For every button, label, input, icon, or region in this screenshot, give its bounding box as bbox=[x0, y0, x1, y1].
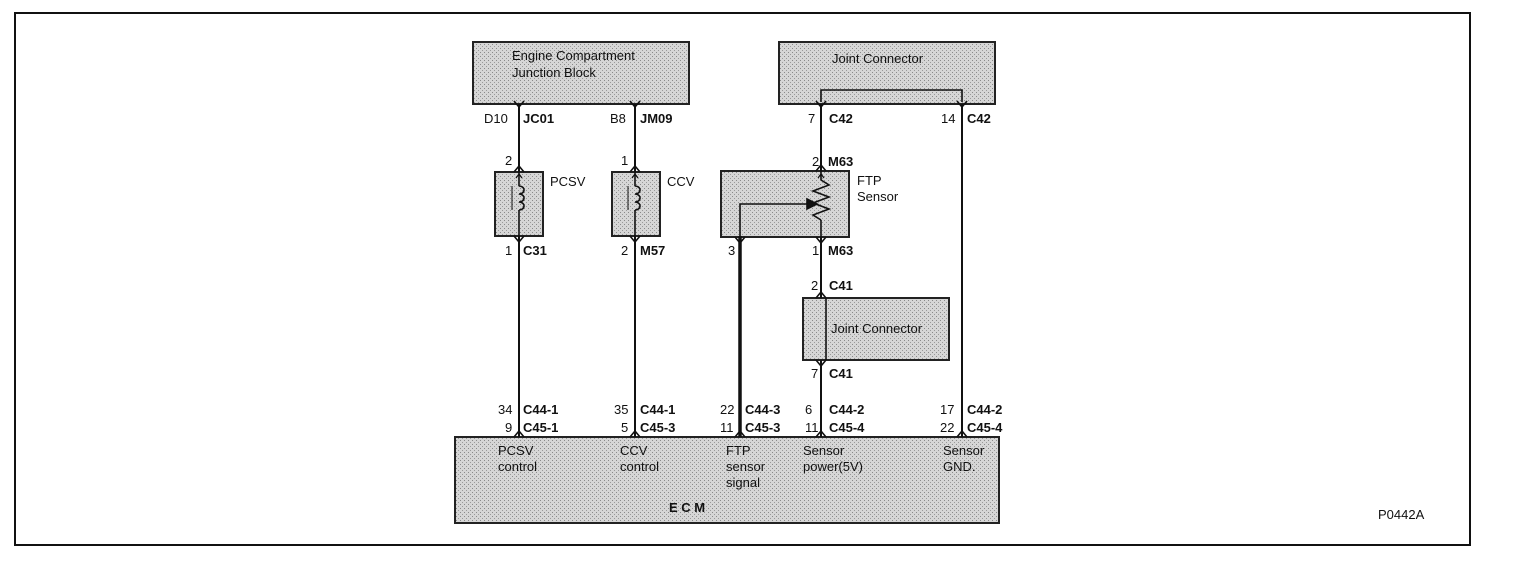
pin-jc-bot-conn: C41 bbox=[829, 366, 853, 381]
ecm-pin-3-c2: C45-3 bbox=[745, 420, 780, 435]
ecm-pin-2-c1: C44-1 bbox=[640, 402, 675, 417]
pin-ccv-top-num: 1 bbox=[621, 153, 628, 168]
junction-block-label-line1: Engine Compartment bbox=[512, 48, 635, 63]
pin-jc-top-conn: C41 bbox=[829, 278, 853, 293]
ecm-label-power-1: Sensor bbox=[803, 443, 845, 458]
ecm-pin-2-c2: C45-3 bbox=[640, 420, 675, 435]
pin-w1-top-conn: JC01 bbox=[523, 111, 554, 126]
ecm-label: E C M bbox=[669, 500, 705, 515]
pin-pcsv-bot-conn: C31 bbox=[523, 243, 547, 258]
ftp-sensor-label-line2: Sensor bbox=[857, 189, 899, 204]
pin-pcsv-top-num: 2 bbox=[505, 153, 512, 168]
pin-ccv-bot-conn: M57 bbox=[640, 243, 665, 258]
pin-w1-top-num: D10 bbox=[484, 111, 508, 126]
pin-w4-top-conn: C42 bbox=[829, 111, 853, 126]
ccv-label: CCV bbox=[667, 174, 695, 189]
pin-ccv-bot-num: 2 bbox=[621, 243, 628, 258]
ecm-label-ftp-1: FTP bbox=[726, 443, 751, 458]
pin-jc-bot-num: 7 bbox=[811, 366, 818, 381]
pin-ftp-top-num: 2 bbox=[812, 154, 819, 169]
ecm-pin-5-n1: 17 bbox=[940, 402, 954, 417]
ecm-pin-4-c2: C45-4 bbox=[829, 420, 865, 435]
ecm-label-gnd-2: GND. bbox=[943, 459, 976, 474]
ecm-pin-5-c2: C45-4 bbox=[967, 420, 1003, 435]
joint-connector-top-box bbox=[778, 41, 996, 105]
joint-connector-mid-box bbox=[802, 297, 950, 361]
joint-connector-top-bus bbox=[820, 89, 963, 102]
junction-block-label-line2: Junction Block bbox=[512, 65, 596, 80]
ecm-pin-4-c1: C44-2 bbox=[829, 402, 864, 417]
ecm-label-ftp-3: signal bbox=[726, 475, 760, 490]
ecm-pin-1-c1: C44-1 bbox=[523, 402, 558, 417]
ecm-pin-2-n1: 35 bbox=[614, 402, 628, 417]
pin-ftp-signal-num: 3 bbox=[728, 243, 735, 258]
pin-jc-top-num: 2 bbox=[811, 278, 818, 293]
ecm-pin-1-n2: 9 bbox=[505, 420, 512, 435]
pin-w5-top-conn: C42 bbox=[967, 111, 991, 126]
diagram-id: P0442A bbox=[1378, 507, 1425, 522]
ecm-pin-3-n2: 11 bbox=[720, 420, 734, 435]
pcsv-label: PCSV bbox=[550, 174, 586, 189]
ecm-label-pcsv-1: PCSV bbox=[498, 443, 534, 458]
ecm-label-gnd-1: Sensor bbox=[943, 443, 985, 458]
pin-w5-top-num: 14 bbox=[941, 111, 955, 126]
ecm-pin-5-c1: C44-2 bbox=[967, 402, 1002, 417]
ccv-box bbox=[611, 171, 661, 237]
ecm-label-power-2: power(5V) bbox=[803, 459, 863, 474]
pin-markers bbox=[513, 100, 968, 438]
ecm-pin-5-n2: 22 bbox=[940, 420, 954, 435]
ftp-sensor-label-line1: FTP bbox=[857, 173, 882, 188]
joint-connector-mid-label: Joint Connector bbox=[831, 321, 923, 336]
pin-pcsv-bot-num: 1 bbox=[505, 243, 512, 258]
ecm-label-ftp-2: sensor bbox=[726, 459, 766, 474]
ecm-pin-4-n2: 11 bbox=[805, 420, 819, 435]
pin-w2-top-num: B8 bbox=[610, 111, 626, 126]
ecm-pin-2-n2: 5 bbox=[621, 420, 628, 435]
joint-connector-top-label: Joint Connector bbox=[832, 51, 924, 66]
pin-w2-top-conn: JM09 bbox=[640, 111, 673, 126]
ecm-label-ccv-2: control bbox=[620, 459, 659, 474]
ecm-label-ccv-1: CCV bbox=[620, 443, 648, 458]
ecm-label-pcsv-2: control bbox=[498, 459, 537, 474]
ecm-box bbox=[454, 436, 1000, 524]
ftp-potentiometer-icon bbox=[739, 171, 832, 237]
pin-ftp-bot-conn: M63 bbox=[828, 243, 853, 258]
ecm-pin-4-n1: 6 bbox=[805, 402, 812, 417]
ecm-pin-1-n1: 34 bbox=[498, 402, 512, 417]
ecm-pin-3-c1: C44-3 bbox=[745, 402, 780, 417]
pin-ftp-bot-num: 1 bbox=[812, 243, 819, 258]
ecm-pin-3-n1: 22 bbox=[720, 402, 734, 417]
pin-w4-top-num: 7 bbox=[808, 111, 815, 126]
ecm-pin-1-c2: C45-1 bbox=[523, 420, 558, 435]
pin-ftp-top-conn: M63 bbox=[828, 154, 853, 169]
junction-block-box bbox=[472, 41, 690, 105]
pcsv-coil-icon bbox=[511, 172, 525, 236]
